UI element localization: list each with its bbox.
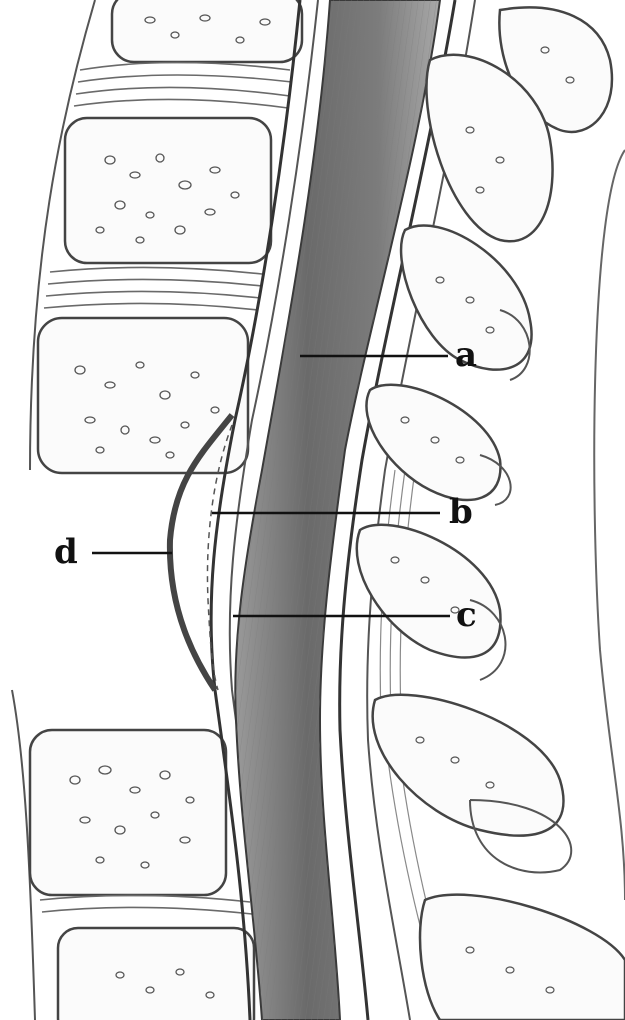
vertebral-body-2 bbox=[65, 118, 271, 263]
label-b: b bbox=[449, 492, 473, 532]
vertebral-body-1 bbox=[112, 0, 302, 62]
vertebral-body-3 bbox=[38, 318, 248, 473]
vertebral-body-4 bbox=[30, 730, 226, 895]
label-d: d bbox=[54, 532, 78, 572]
label-a: a bbox=[455, 335, 477, 375]
label-c: c bbox=[456, 595, 477, 635]
vertebral-body-5 bbox=[58, 928, 254, 1020]
